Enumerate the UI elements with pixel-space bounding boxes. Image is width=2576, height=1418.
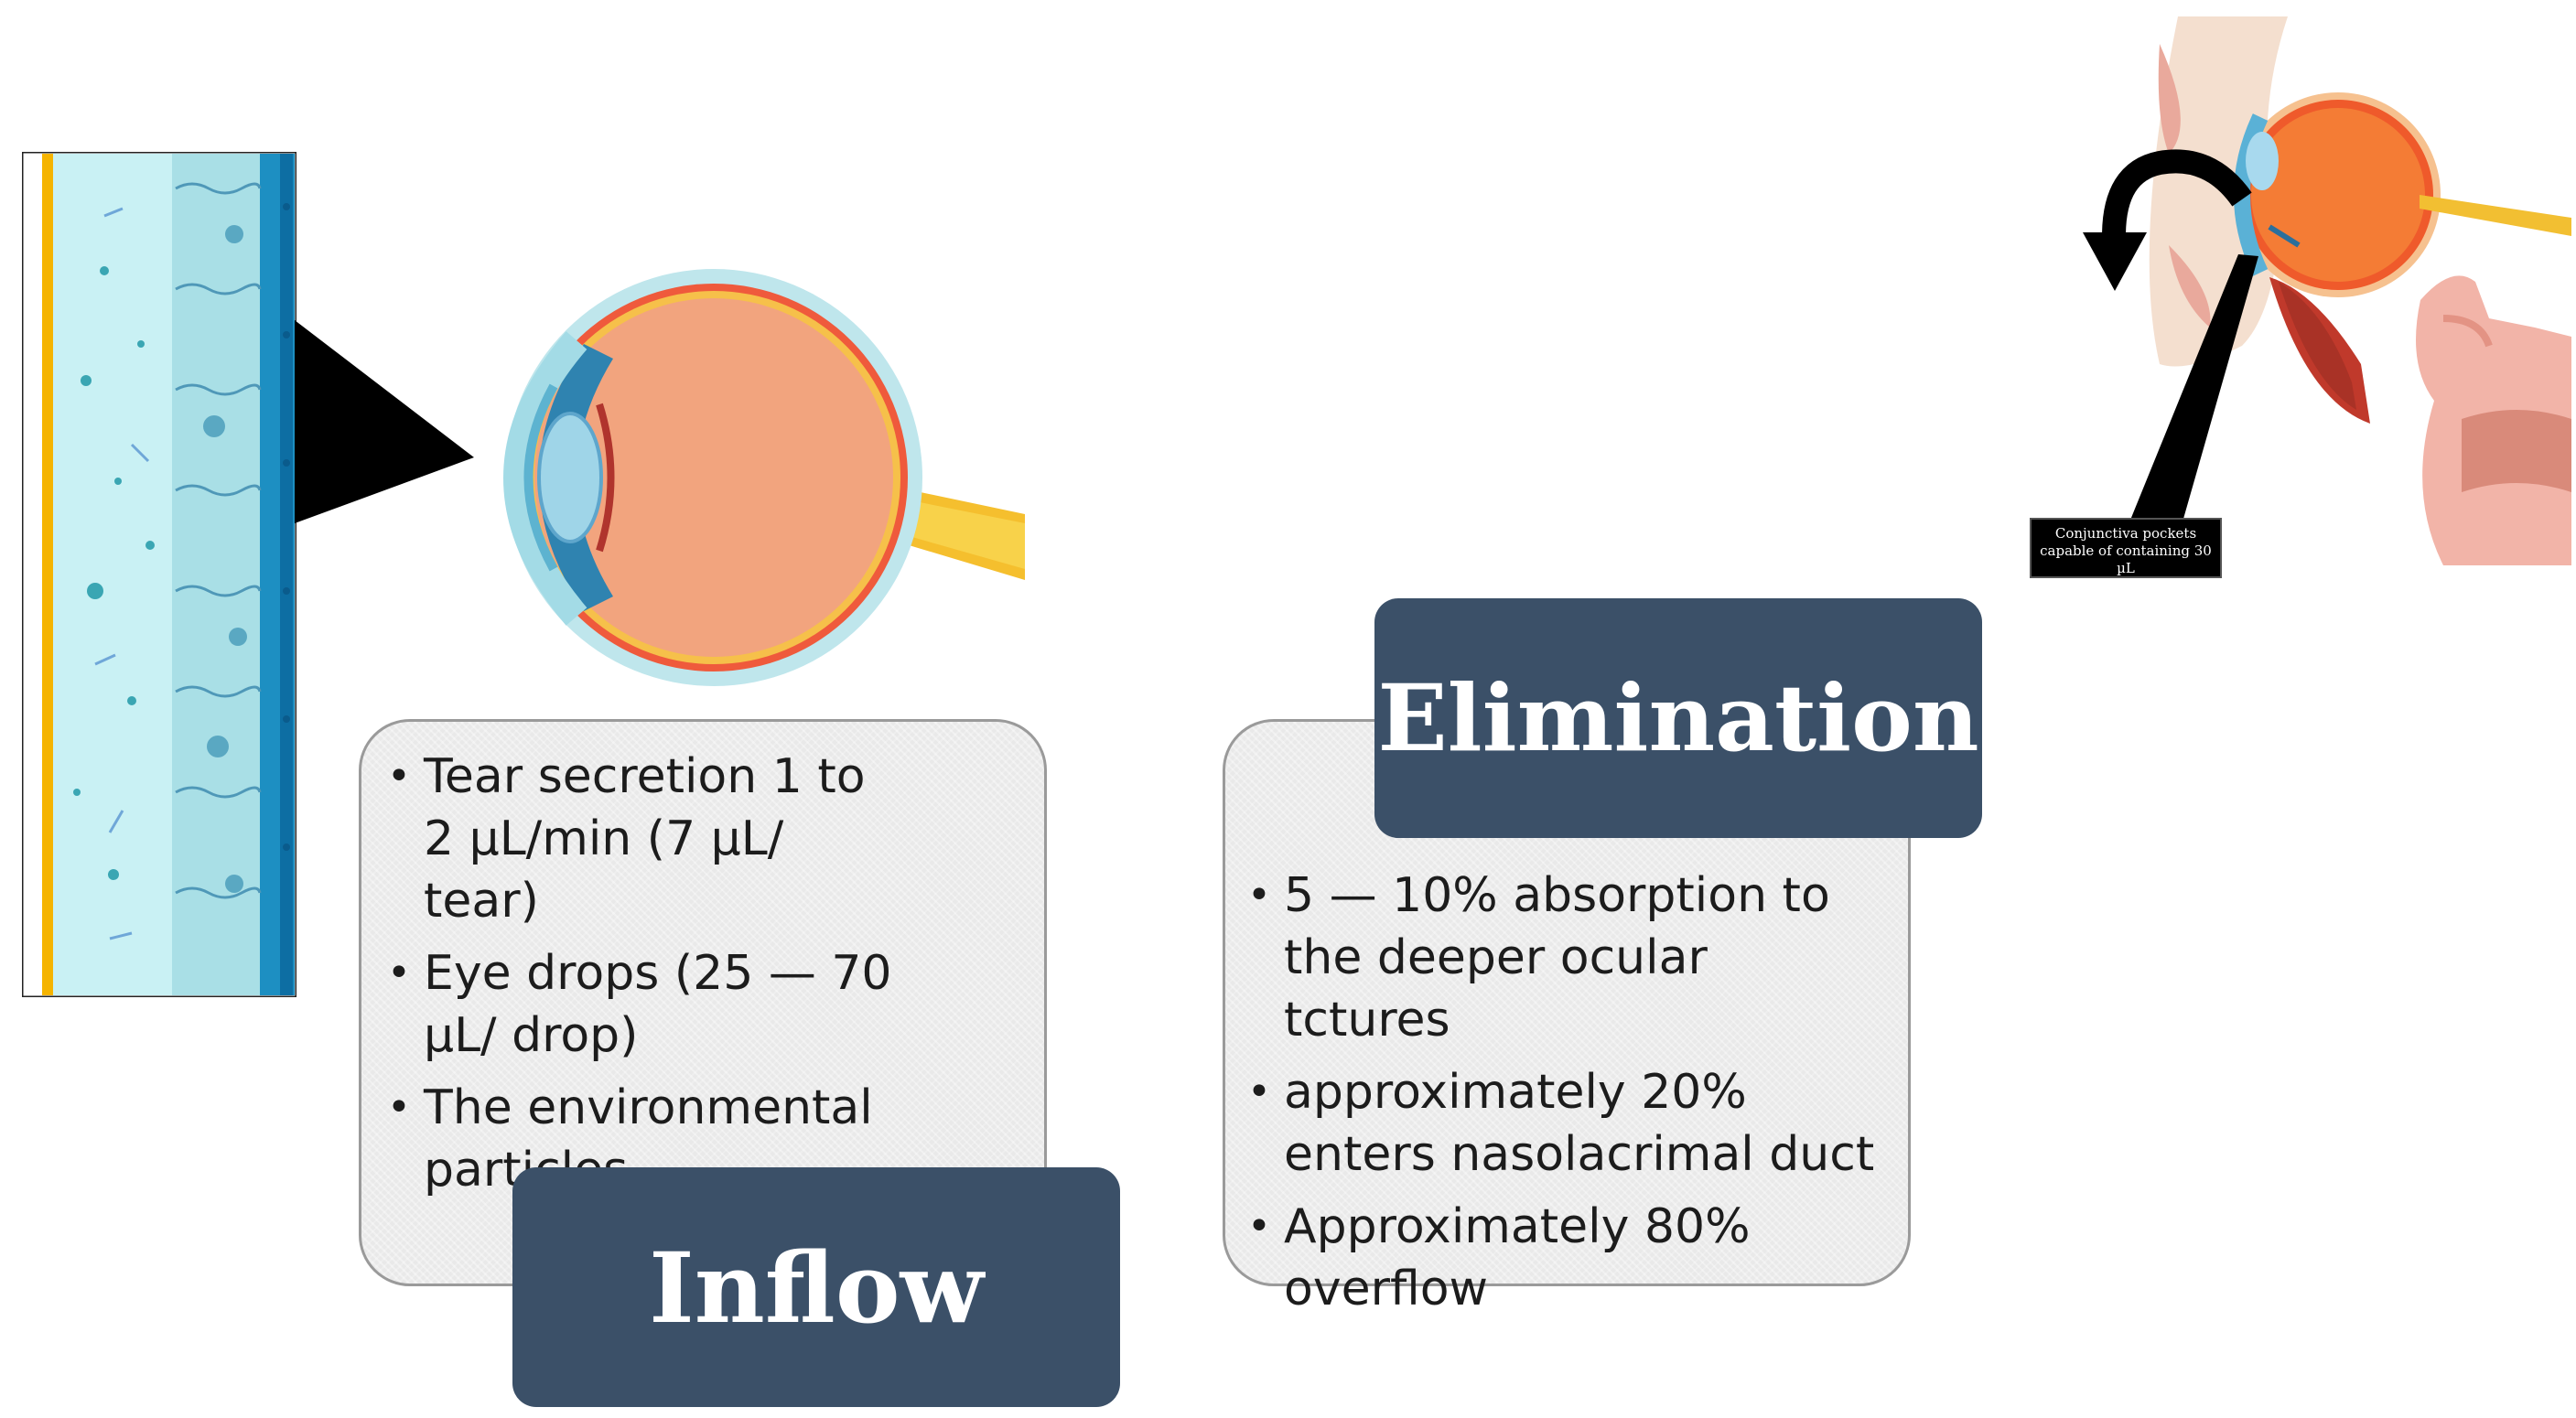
conjunctiva-callout-label: Conjunctiva pockets capable of containin… <box>2030 518 2222 578</box>
inflow-bullet: Eye drops (25 — 70 µL/ drop) <box>387 942 900 1067</box>
elimination-bullet: Approximately 80% overflow <box>1247 1196 1888 1320</box>
eye-nasal-anatomy-illustration <box>2059 16 2571 565</box>
callout-wedge <box>295 320 478 531</box>
eye-cross-section-illustration <box>467 249 1025 688</box>
elimination-bullet-list: 5 — 10% absorption to the deeper ocular … <box>1247 865 1888 1330</box>
inflow-title: Inflow <box>512 1167 1120 1407</box>
inflow-bullet: Tear secretion 1 to 2 µL/min (7 µL/ tear… <box>387 746 900 932</box>
elimination-bullet: 5 — 10% absorption to the deeper ocular … <box>1247 865 1888 1051</box>
elimination-title: Elimination <box>1374 598 1982 838</box>
tissue-layer-illustration <box>22 152 296 997</box>
elimination-bullet: approximately 20% enters nasolacrimal du… <box>1247 1061 1888 1186</box>
inflow-bullet-list: Tear secretion 1 to 2 µL/min (7 µL/ tear… <box>387 746 900 1211</box>
